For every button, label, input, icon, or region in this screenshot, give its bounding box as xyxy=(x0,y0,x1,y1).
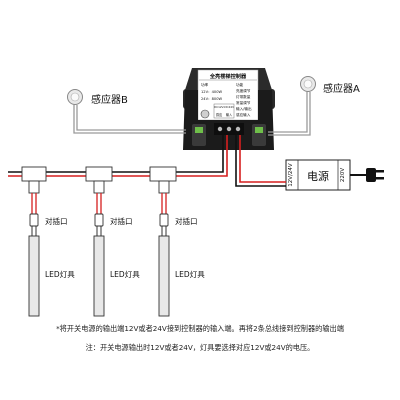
terminal-screw-1 xyxy=(217,126,223,132)
t-connector xyxy=(149,166,177,182)
led-lead-wires xyxy=(96,226,102,236)
connector-led-left xyxy=(195,127,203,133)
terminal-screw-3 xyxy=(235,126,241,132)
socket-connector xyxy=(94,213,104,227)
socket-connector xyxy=(29,213,39,227)
bus-wire-red xyxy=(176,135,228,177)
controller-title: 全亮楼梯控制器 xyxy=(209,72,247,80)
power-supply-box xyxy=(285,159,351,191)
ac-plug xyxy=(350,168,384,182)
controller-right-line-5: 输入/输出 xyxy=(236,106,252,111)
plug-prong-bottom xyxy=(376,177,384,180)
controller-left-line-1: 功率 xyxy=(201,82,209,87)
power-wire-red xyxy=(239,135,286,183)
led-label: LED灯具 xyxy=(175,269,205,279)
bus-wire-black xyxy=(176,135,224,173)
controller-right-line-1: 功能 xyxy=(236,82,244,87)
led-lead-wires xyxy=(31,226,37,236)
socket-connector xyxy=(159,213,169,227)
t-connector xyxy=(85,166,113,182)
plug-prong-top xyxy=(376,170,384,173)
sensor-b-cable-2 xyxy=(76,105,186,131)
sensor-cables xyxy=(73,92,311,136)
t-connector-stem xyxy=(93,180,105,194)
sensor-a-label: 感应器A xyxy=(323,82,360,95)
t-connector-stem xyxy=(158,180,170,194)
sensor-a-cable-1 xyxy=(268,92,308,133)
led-lead-wires xyxy=(161,226,167,236)
controller-right-line-2: 亮度调节 xyxy=(236,88,251,93)
branch-3: 对插口 LED灯具 xyxy=(149,166,205,317)
terminal-screw-2 xyxy=(226,126,232,132)
socket-label: 对插口 xyxy=(45,216,68,226)
branch-2: 对插口 LED灯具 xyxy=(85,166,140,317)
input-label-box xyxy=(213,103,235,119)
sensor-a-cable-2 xyxy=(268,92,311,136)
controller-port-1-label: 感应 xyxy=(216,112,223,117)
controller-left-line-3: 24V：800W xyxy=(201,97,222,101)
branch-wires xyxy=(31,193,37,214)
controller-right-line-4: 常量调节 xyxy=(236,100,251,105)
led-label: LED灯具 xyxy=(110,269,140,279)
power-supply: 电源 12V/24V 220V xyxy=(285,159,351,191)
sensor-b-lens xyxy=(70,92,80,102)
power-supply-label: 电源 xyxy=(307,169,329,183)
power-supply-input-label: 220V xyxy=(340,168,346,182)
power-wire-black xyxy=(235,135,286,187)
note-line-1: *将开关电源的输出端12V或者24V接到控制器的输入端。再将2条总线接到控制器的… xyxy=(56,324,344,333)
sensor-a-lens xyxy=(303,79,313,89)
socket-label: 对插口 xyxy=(110,216,133,226)
controller-input-label: DC12V-DC24V xyxy=(214,105,234,109)
sensor-a: 感应器A xyxy=(300,76,360,95)
sensor-b-label: 感应器B xyxy=(91,93,128,106)
branch-wires xyxy=(161,193,167,214)
plug-icon xyxy=(366,168,376,182)
controller-right-line-6: 感应输入 xyxy=(236,112,251,117)
controller-left-line-2: 12V：400W xyxy=(201,90,222,94)
led-label: LED灯具 xyxy=(45,269,75,279)
t-connector-stem xyxy=(28,180,40,194)
connector-led-right xyxy=(255,127,263,133)
led-strip xyxy=(158,235,170,317)
sensor-b: 感应器B xyxy=(67,89,128,106)
t-connector xyxy=(21,166,47,182)
note-line-2: 注：开关电源输出时12V或者24V，灯具要选择对应12V或24V的电压。 xyxy=(85,343,315,352)
branch-wires xyxy=(96,193,102,214)
brightness-knob xyxy=(200,109,210,119)
bus-wires xyxy=(8,135,228,177)
sensor-b-cable-1 xyxy=(73,105,186,134)
socket-label: 对插口 xyxy=(175,216,198,226)
controller: 全亮楼梯控制器 功率 12V：400W 24V：800W 功能 亮度调节 灯带数… xyxy=(183,68,275,150)
led-strip xyxy=(28,235,40,317)
branch-1: 对插口 LED灯具 xyxy=(21,166,75,317)
power-supply-output-label: 12V/24V xyxy=(288,163,294,187)
power-input-wires xyxy=(235,135,286,187)
controller-right-line-3: 灯带数量 xyxy=(236,94,251,99)
controller-port-2-label: 输入 xyxy=(226,112,233,117)
led-strip xyxy=(93,235,105,317)
